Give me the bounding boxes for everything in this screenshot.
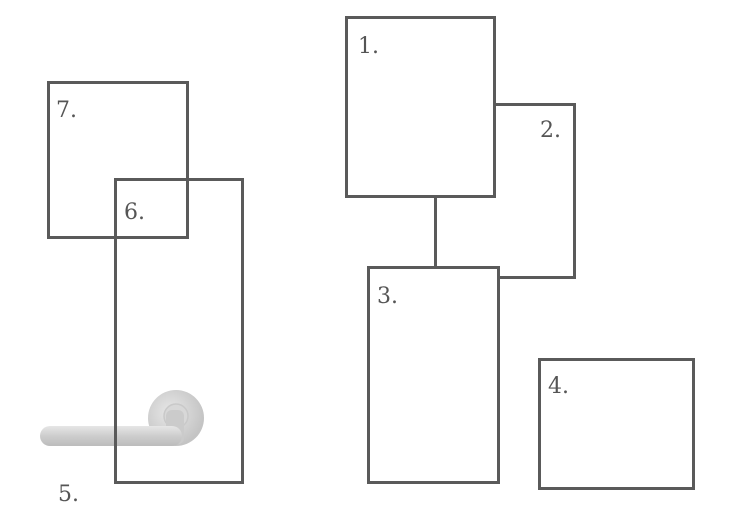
box-6 bbox=[114, 178, 244, 484]
label-5: 5. bbox=[58, 482, 79, 507]
label-3: 3. bbox=[377, 284, 398, 309]
box-3 bbox=[367, 266, 500, 484]
box-4 bbox=[538, 358, 695, 490]
label-2: 2. bbox=[540, 118, 561, 143]
label-1: 1. bbox=[358, 34, 379, 59]
box-7 bbox=[47, 81, 189, 239]
box-1 bbox=[345, 16, 496, 198]
handle-lever bbox=[40, 426, 182, 446]
lever-door-handle-icon bbox=[40, 390, 204, 446]
label-4: 4. bbox=[548, 374, 569, 399]
label-6: 6. bbox=[124, 200, 145, 225]
label-7: 7. bbox=[56, 98, 77, 123]
